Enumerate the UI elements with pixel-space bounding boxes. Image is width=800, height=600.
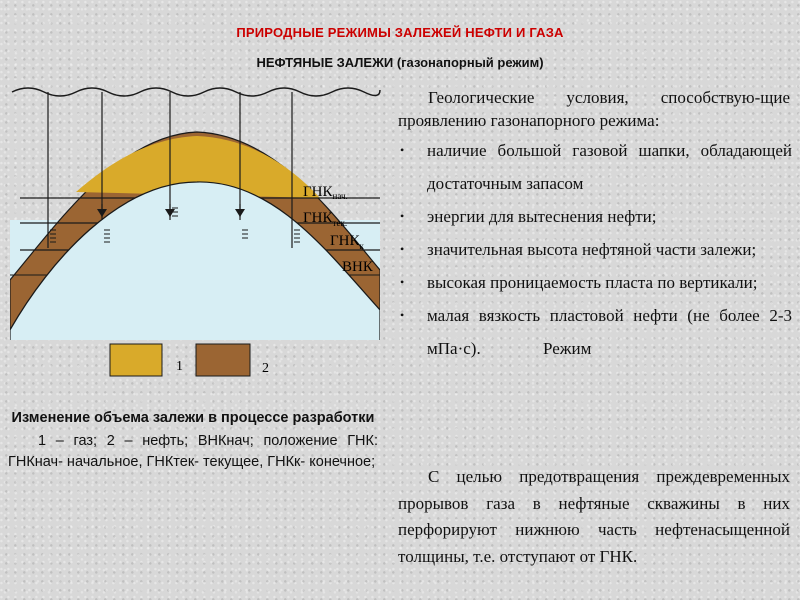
legend-oil-number: 2 [262, 361, 269, 376]
slide-title: ПРИРОДНЫЕ РЕЖИМЫ ЗАЛЕЖЕЙ НЕФТИ И ГАЗА [236, 25, 564, 40]
bullet-icon: • [400, 308, 405, 322]
arrow-down-icon [235, 204, 245, 217]
gnk-current-label: ГНКтек. [303, 210, 347, 228]
caption-title: Изменение объема залежи в процессе разра… [11, 410, 375, 426]
condition-item: •наличие большой газовой шапки, обладающ… [398, 134, 792, 200]
slide-subtitle: НЕФТЯНЫЕ ЗАЛЕЖИ (газонапорный режим) [0, 55, 800, 70]
bullet-icon: • [400, 275, 405, 289]
legend-gas-swatch [109, 343, 163, 377]
conditions-intro: Геологические условия, способствую-щие п… [398, 88, 790, 130]
subtitle-note: (газонапорный режим) [396, 55, 544, 70]
condition-item: •высокая проницаемость пласта по вертика… [398, 266, 792, 299]
conclusion-text: С целью предотвращения преждевременных п… [398, 467, 790, 566]
arrow-down-icon [97, 204, 107, 217]
perforations [50, 207, 300, 243]
gas-cap [76, 136, 320, 198]
bullet-icon: • [400, 209, 405, 223]
water-below [10, 181, 380, 340]
conditions-list: •наличие большой газовой шапки, обладающ… [398, 134, 792, 365]
subtitle-main: НЕФТЯНЫЕ ЗАЛЕЖИ [256, 55, 394, 70]
gas-expansion-arrows [97, 204, 245, 217]
bullet-icon: • [400, 143, 405, 157]
bullet-icon: • [400, 242, 405, 256]
condition-item: •малая вязкость пластовой нефти (не боле… [398, 299, 792, 365]
vnk-label: ВНК [342, 259, 374, 275]
regime-overlay-label: Режим [543, 339, 592, 358]
legend-gas-number: 1 [176, 359, 183, 374]
gnk-final-label: ГНКк [330, 233, 365, 251]
arrow-down-icon [165, 204, 175, 217]
legend-oil-swatch [195, 343, 251, 377]
ground-surface [11, 87, 381, 97]
condition-item: •энергии для вытеснения нефти; [398, 200, 792, 233]
wells [47, 92, 293, 248]
gnk-initial-label: ГНКнач. [303, 184, 348, 201]
diagram-caption: Изменение объема залежи в процессе разра… [8, 408, 378, 473]
reservoir-diagram: ГНКнач. ГНКтек. ГНКк ВНК 1 2 [10, 87, 381, 377]
caption-body: 1 – газ; 2 – нефть; ВНКнач; положение ГН… [8, 433, 378, 470]
condition-item: •значительная высота нефтяной части зале… [398, 233, 792, 266]
